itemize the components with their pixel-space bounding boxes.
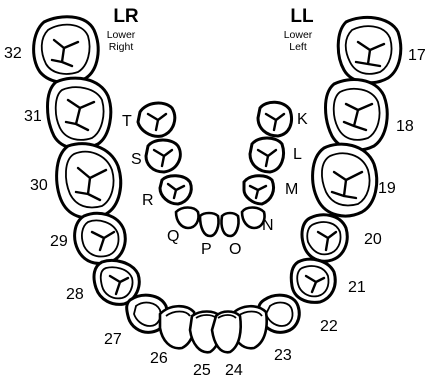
- label-K: K: [297, 111, 308, 128]
- tooth-O[interactable]: [221, 213, 238, 236]
- quadrant-lower-right: LR Lower Right: [107, 6, 139, 53]
- label-S: S: [131, 151, 142, 168]
- label-N: N: [262, 217, 274, 234]
- label-T: T: [122, 113, 132, 130]
- tooth-Q[interactable]: [176, 208, 199, 229]
- label-O: O: [229, 241, 241, 258]
- label-P: P: [201, 241, 212, 258]
- label-17: 17: [408, 47, 426, 64]
- tooth-K[interactable]: [258, 102, 292, 136]
- tooth-29[interactable]: [75, 213, 126, 263]
- label-25: 25: [193, 362, 211, 378]
- label-20: 20: [364, 231, 382, 248]
- tooth-21[interactable]: [291, 259, 335, 302]
- label-28: 28: [66, 286, 84, 303]
- label-18: 18: [396, 118, 414, 135]
- tooth-19[interactable]: [313, 144, 377, 216]
- tooth-L[interactable]: [250, 138, 284, 172]
- tooth-S[interactable]: [146, 140, 180, 172]
- tooth-M[interactable]: [244, 176, 274, 204]
- label-31: 31: [24, 108, 42, 125]
- tooth-32[interactable]: [34, 17, 99, 83]
- tooth-18[interactable]: [326, 80, 388, 151]
- quadrant-name-ll-line2: Left: [289, 41, 307, 53]
- quadrant-code-lr: LR: [113, 6, 139, 27]
- label-22: 22: [320, 318, 338, 335]
- tooth-T[interactable]: [138, 103, 175, 136]
- label-M: M: [285, 181, 298, 198]
- tooth-R[interactable]: [160, 176, 191, 204]
- tooth-17[interactable]: [338, 17, 401, 82]
- tooth-20[interactable]: [302, 215, 347, 261]
- label-26: 26: [150, 350, 168, 367]
- tooth-30[interactable]: [57, 144, 121, 218]
- label-L: L: [293, 146, 302, 163]
- tooth-P[interactable]: [200, 213, 219, 236]
- tooth-24[interactable]: [212, 312, 241, 353]
- quadrant-code-ll: LL: [290, 6, 314, 27]
- quadrant-lower-left: LL Lower Left: [284, 6, 314, 53]
- label-30: 30: [30, 177, 48, 194]
- label-23: 23: [274, 347, 292, 364]
- tooth-31[interactable]: [48, 78, 111, 149]
- quadrant-name-lr-line1: Lower: [107, 29, 136, 41]
- label-21: 21: [348, 279, 366, 296]
- label-24: 24: [225, 362, 243, 378]
- quadrant-name-lr-line2: Right: [109, 41, 134, 53]
- label-R: R: [142, 192, 154, 209]
- label-Q: Q: [167, 228, 179, 245]
- label-32: 32: [4, 45, 22, 62]
- label-27: 27: [104, 331, 122, 348]
- label-19: 19: [378, 180, 396, 197]
- quadrant-name-ll-line1: Lower: [284, 29, 313, 41]
- label-29: 29: [50, 233, 68, 250]
